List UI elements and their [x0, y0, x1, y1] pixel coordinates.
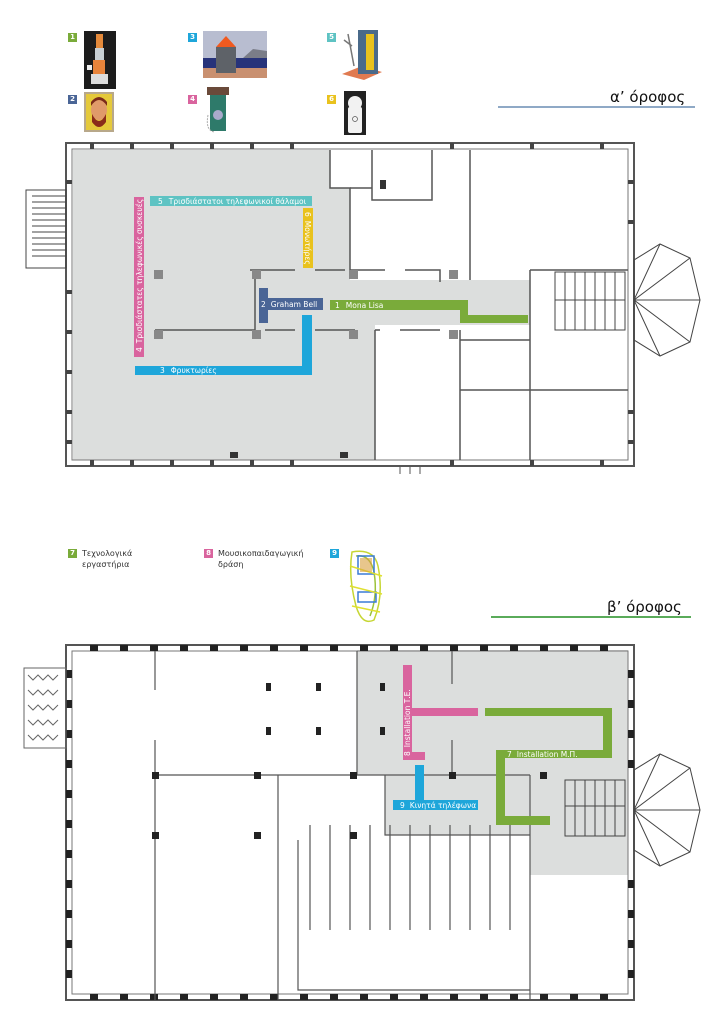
floor1-window-piers	[66, 143, 634, 466]
legend-text-7-line2: εργαστήρια	[82, 560, 130, 569]
legend-badge-2: 2	[68, 95, 77, 104]
floor1-title-rule	[498, 106, 695, 108]
floor2-interior-walls	[154, 651, 531, 1000]
legend-text-8: Μουσικοπαιδαγωγική δράση	[218, 548, 303, 570]
legend-text-7: Τεχνολογικά εργαστήρια	[82, 548, 132, 570]
floor2-pavilion	[633, 753, 701, 867]
legend-badge-1: 1	[68, 33, 77, 42]
route-6: 6Μονωτήρες	[303, 208, 313, 268]
ote-insulator-image	[344, 91, 366, 135]
route-8-label: 8Installation Τ.Ε.	[403, 689, 412, 756]
route-4-label: 4Τρισδιάστατες τηλεφωνικές συσκευές	[135, 199, 144, 352]
floor1-title: α’ όροφος	[610, 88, 686, 106]
floor1-interior-walls	[155, 150, 628, 460]
legend-badge-8: 8	[204, 549, 213, 558]
floor1-pavilion	[633, 243, 701, 357]
floor1-columns	[154, 180, 458, 458]
wire-sculpture-image	[349, 550, 383, 623]
floor2-right-stair	[564, 779, 626, 837]
mona-lisa-collage-image	[84, 31, 116, 89]
legend-badge-3: 3	[188, 33, 197, 42]
route-8: 8Installation Τ.Ε.	[403, 665, 478, 760]
floor2-window-piers	[66, 645, 634, 1000]
floor1-entrance-door	[399, 466, 421, 474]
legend-badge-6: 6	[327, 95, 336, 104]
phone-booth-model-image	[342, 30, 382, 80]
route-6-label: 6Μονωτήρες	[303, 212, 312, 265]
floor2-exhibit-area	[357, 650, 628, 835]
legend-badge-7: 7	[68, 549, 77, 558]
floor2-columns	[152, 683, 547, 839]
telephone-device-image	[206, 87, 229, 133]
floor2-left-annex	[23, 667, 67, 749]
route-4: 4Τρισδιάστατες τηλεφωνικές συσκευές	[134, 197, 144, 357]
legend-badge-9: 9	[330, 549, 339, 558]
floor2-title: β’ όροφος	[607, 598, 682, 616]
legend-badge-5: 5	[327, 33, 336, 42]
legend-text-8-line1: Μουσικοπαιδαγωγική	[218, 549, 304, 558]
floor1-right-stair	[554, 271, 626, 331]
graham-bell-portrait-image	[84, 92, 114, 132]
legend-text-8-line2: δράση	[218, 560, 244, 569]
floor1-left-stair	[25, 189, 67, 269]
legend-text-7-line1: Τεχνολογικά	[82, 549, 133, 558]
beacon-tower-drawing-image	[203, 31, 267, 78]
floor2-title-rule	[491, 616, 691, 618]
legend-badge-4: 4	[188, 95, 197, 104]
